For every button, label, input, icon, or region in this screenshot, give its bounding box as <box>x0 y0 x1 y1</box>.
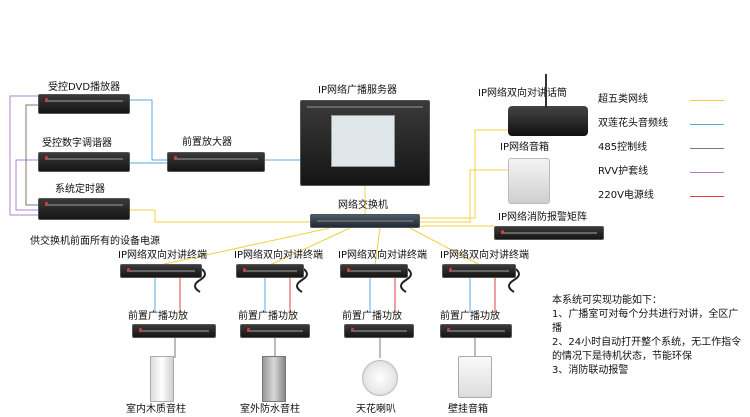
legend-line-3 <box>690 148 724 149</box>
speaker-label-2: 室外防水音柱 <box>240 404 300 415</box>
wall-speaker <box>458 356 492 398</box>
indoor-column-speaker <box>150 356 174 402</box>
legend-label-2: 双莲花头音频线 <box>598 118 668 129</box>
outdoor-column-speaker <box>262 356 286 402</box>
speaker-label-3: 天花喇叭 <box>356 404 396 415</box>
ip-speaker-label: IP网络音箱 <box>500 142 549 153</box>
server-screen <box>331 115 395 167</box>
intercom-terminal-3 <box>340 264 408 278</box>
notes-line-3: 3、消防联动报警 <box>552 365 629 376</box>
fire-label: IP网络消防报警矩阵 <box>498 212 587 223</box>
amp-label-2: 前置广播功放 <box>238 311 298 322</box>
legend-label-1: 超五类网线 <box>598 94 648 105</box>
dvd-label: 受控DVD播放器 <box>48 82 121 93</box>
legend-line-4 <box>690 172 724 173</box>
network-switch <box>310 214 420 228</box>
notes-line-1a: 1、广播室可对每个分共进行对讲，全区广 <box>552 309 739 320</box>
notes-line-2b: 的情况下是待机状态，节能环保 <box>552 351 692 362</box>
tuner-label: 受控数字调谐器 <box>42 138 112 149</box>
timer-label: 系统定时器 <box>55 184 105 195</box>
ceiling-speaker <box>362 360 398 396</box>
amp-label-4: 前置广播功放 <box>440 311 500 322</box>
speaker-label-1: 室内木质音柱 <box>126 404 186 415</box>
fire-alarm-matrix <box>494 226 604 240</box>
notes-line-2a: 2、24小时自动打开整个系统，无工作指令 <box>552 337 742 348</box>
legend-label-4: RVV护套线 <box>598 166 649 177</box>
intercom-microphone <box>508 106 588 136</box>
preamplifier <box>167 152 265 172</box>
broadcast-amp-3 <box>344 324 414 338</box>
mic-gooseneck <box>545 74 547 108</box>
amp-label-3: 前置广播功放 <box>342 311 402 322</box>
broadcast-amp-1 <box>132 324 216 338</box>
broadcast-amp-4 <box>440 324 512 338</box>
terminal-label-2: IP网络双向对讲终端 <box>234 250 323 261</box>
speaker-label-4: 壁挂音箱 <box>448 404 488 415</box>
terminal-label-3: IP网络双向对讲终端 <box>338 250 427 261</box>
broadcast-server <box>300 100 430 186</box>
intercom-terminal-4 <box>442 264 516 278</box>
legend-line-5 <box>690 196 724 197</box>
power-note: 供交换机前面所有的设备电源 <box>30 236 160 247</box>
intercom-terminal-1 <box>120 264 202 278</box>
switch-label: 网络交换机 <box>338 200 388 211</box>
amp-label-1: 前置广播功放 <box>128 311 188 322</box>
notes-line-1b: 播 <box>552 323 562 334</box>
legend-line-1 <box>690 100 724 101</box>
server-label: IP网络广播服务器 <box>318 85 397 96</box>
preamp-label: 前置放大器 <box>182 137 232 148</box>
dvd-player <box>38 94 130 114</box>
legend-label-5: 220V电源线 <box>598 190 654 201</box>
ip-speaker <box>508 158 550 204</box>
legend-label-3: 485控制线 <box>598 142 648 153</box>
legend-line-2 <box>690 124 724 125</box>
terminal-label-1: IP网络双向对讲终端 <box>118 250 207 261</box>
mic-label: IP网络双向对讲话筒 <box>478 88 567 99</box>
terminal-label-4: IP网络双向对讲终端 <box>440 250 529 261</box>
broadcast-amp-2 <box>240 324 310 338</box>
digital-tuner <box>38 152 130 172</box>
notes-title: 本系统可实现功能如下： <box>552 295 662 306</box>
intercom-terminal-2 <box>236 264 304 278</box>
system-timer <box>38 198 130 220</box>
